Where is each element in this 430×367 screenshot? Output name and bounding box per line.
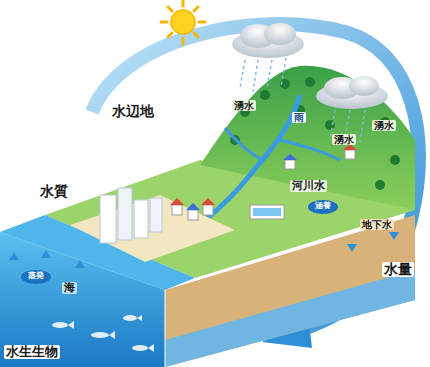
mountain xyxy=(200,66,415,210)
fish xyxy=(52,315,154,352)
spring-label: 湧水 xyxy=(332,134,356,145)
quality-label: 水質 xyxy=(38,184,70,199)
groundwater-layer xyxy=(165,270,415,367)
city-area xyxy=(70,195,235,262)
infiltration-arrows xyxy=(347,232,399,252)
buildings xyxy=(100,144,357,243)
sun xyxy=(161,0,205,44)
river-label: 河川水 xyxy=(290,180,327,192)
badge-text: 涵養 xyxy=(313,202,333,211)
rain xyxy=(240,58,365,142)
spring-label: 湧水 xyxy=(232,100,256,111)
aquatic-life-label: 水生生物 xyxy=(4,345,60,359)
clouds xyxy=(232,23,388,109)
groundwater-label: 地下水 xyxy=(360,219,394,230)
rain-label: 雨 xyxy=(292,112,306,123)
sea-label: 海 xyxy=(62,282,77,294)
spring-label: 湧水 xyxy=(372,120,396,131)
badge xyxy=(21,270,51,284)
badge-text: 蒸発 xyxy=(26,272,46,281)
badge xyxy=(308,200,338,214)
forest xyxy=(230,77,400,190)
area-label: 水辺地 xyxy=(110,104,156,119)
evaporation-arrows xyxy=(9,250,85,268)
quantity-label: 水量 xyxy=(382,262,414,277)
